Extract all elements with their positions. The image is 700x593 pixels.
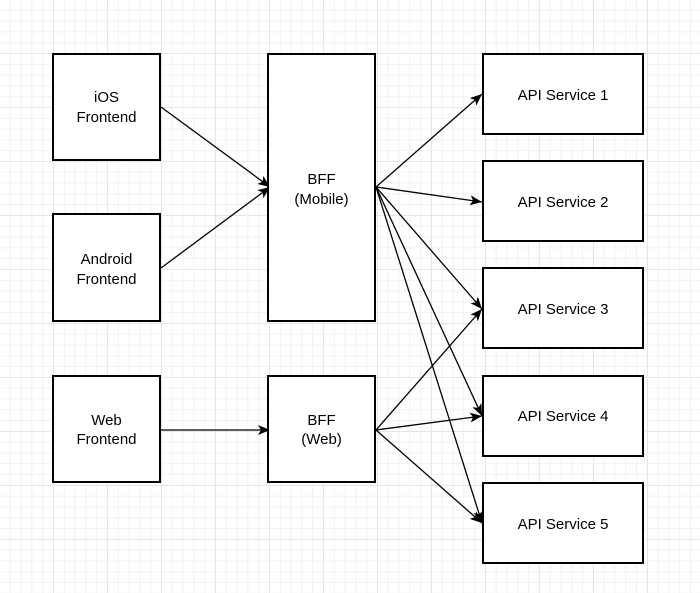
arrow-ios-to-bff-mobile: [160, 106, 271, 188]
arrow-bff-mobile-to-api5: [375, 186, 484, 524]
bff-mobile-label-line-2: (Mobile): [294, 191, 348, 208]
api-service-3-label: API Service 3: [518, 301, 609, 318]
android-frontend-box: Android Frontend: [52, 213, 161, 322]
arrow-bff-web-to-api4: [375, 412, 483, 431]
api-service-1-label: API Service 1: [518, 87, 609, 104]
android-frontend-label-line-1: Android: [81, 251, 133, 268]
web-frontend-box: Web Frontend: [52, 375, 161, 483]
arrow-bff-mobile-to-api1: [375, 93, 483, 188]
node-layer: iOS Frontend Android Frontend Web Fronte…: [52, 53, 644, 564]
api-service-3-box: API Service 3: [482, 267, 644, 349]
api-service-5-box: API Service 5: [482, 482, 644, 564]
web-frontend-label-line-2: Frontend: [76, 431, 136, 448]
ios-frontend-box: iOS Frontend: [52, 53, 161, 161]
bff-web-label-line-1: BFF: [307, 412, 335, 429]
api-service-1-box: API Service 1: [482, 53, 644, 135]
bff-mobile-box: BFF (Mobile): [267, 53, 376, 322]
api-service-2-box: API Service 2: [482, 160, 644, 242]
api-service-5-label: API Service 5: [518, 516, 609, 533]
arrow-bff-web-to-api3: [375, 308, 483, 431]
arrow-bff-web-to-api5: [375, 429, 483, 524]
arrow-bff-mobile-to-api3: [375, 186, 483, 310]
api-service-2-label: API Service 2: [518, 194, 609, 211]
connector-layer: [160, 93, 484, 524]
arrow-bff-mobile-to-api4: [375, 186, 483, 417]
ios-frontend-label-line-1: iOS: [94, 89, 119, 106]
web-frontend-label-line-1: Web: [91, 412, 122, 429]
api-service-4-label: API Service 4: [518, 408, 609, 425]
android-frontend-label-line-2: Frontend: [76, 271, 136, 288]
bff-web-label-line-2: (Web): [301, 431, 342, 448]
ios-frontend-label-line-2: Frontend: [76, 109, 136, 126]
arrow-bff-mobile-to-api2: [375, 186, 483, 206]
arrow-android-to-bff-mobile: [160, 186, 271, 269]
api-service-4-box: API Service 4: [482, 375, 644, 457]
bff-web-box: BFF (Web): [267, 375, 376, 483]
bff-mobile-label-line-1: BFF: [307, 171, 335, 188]
